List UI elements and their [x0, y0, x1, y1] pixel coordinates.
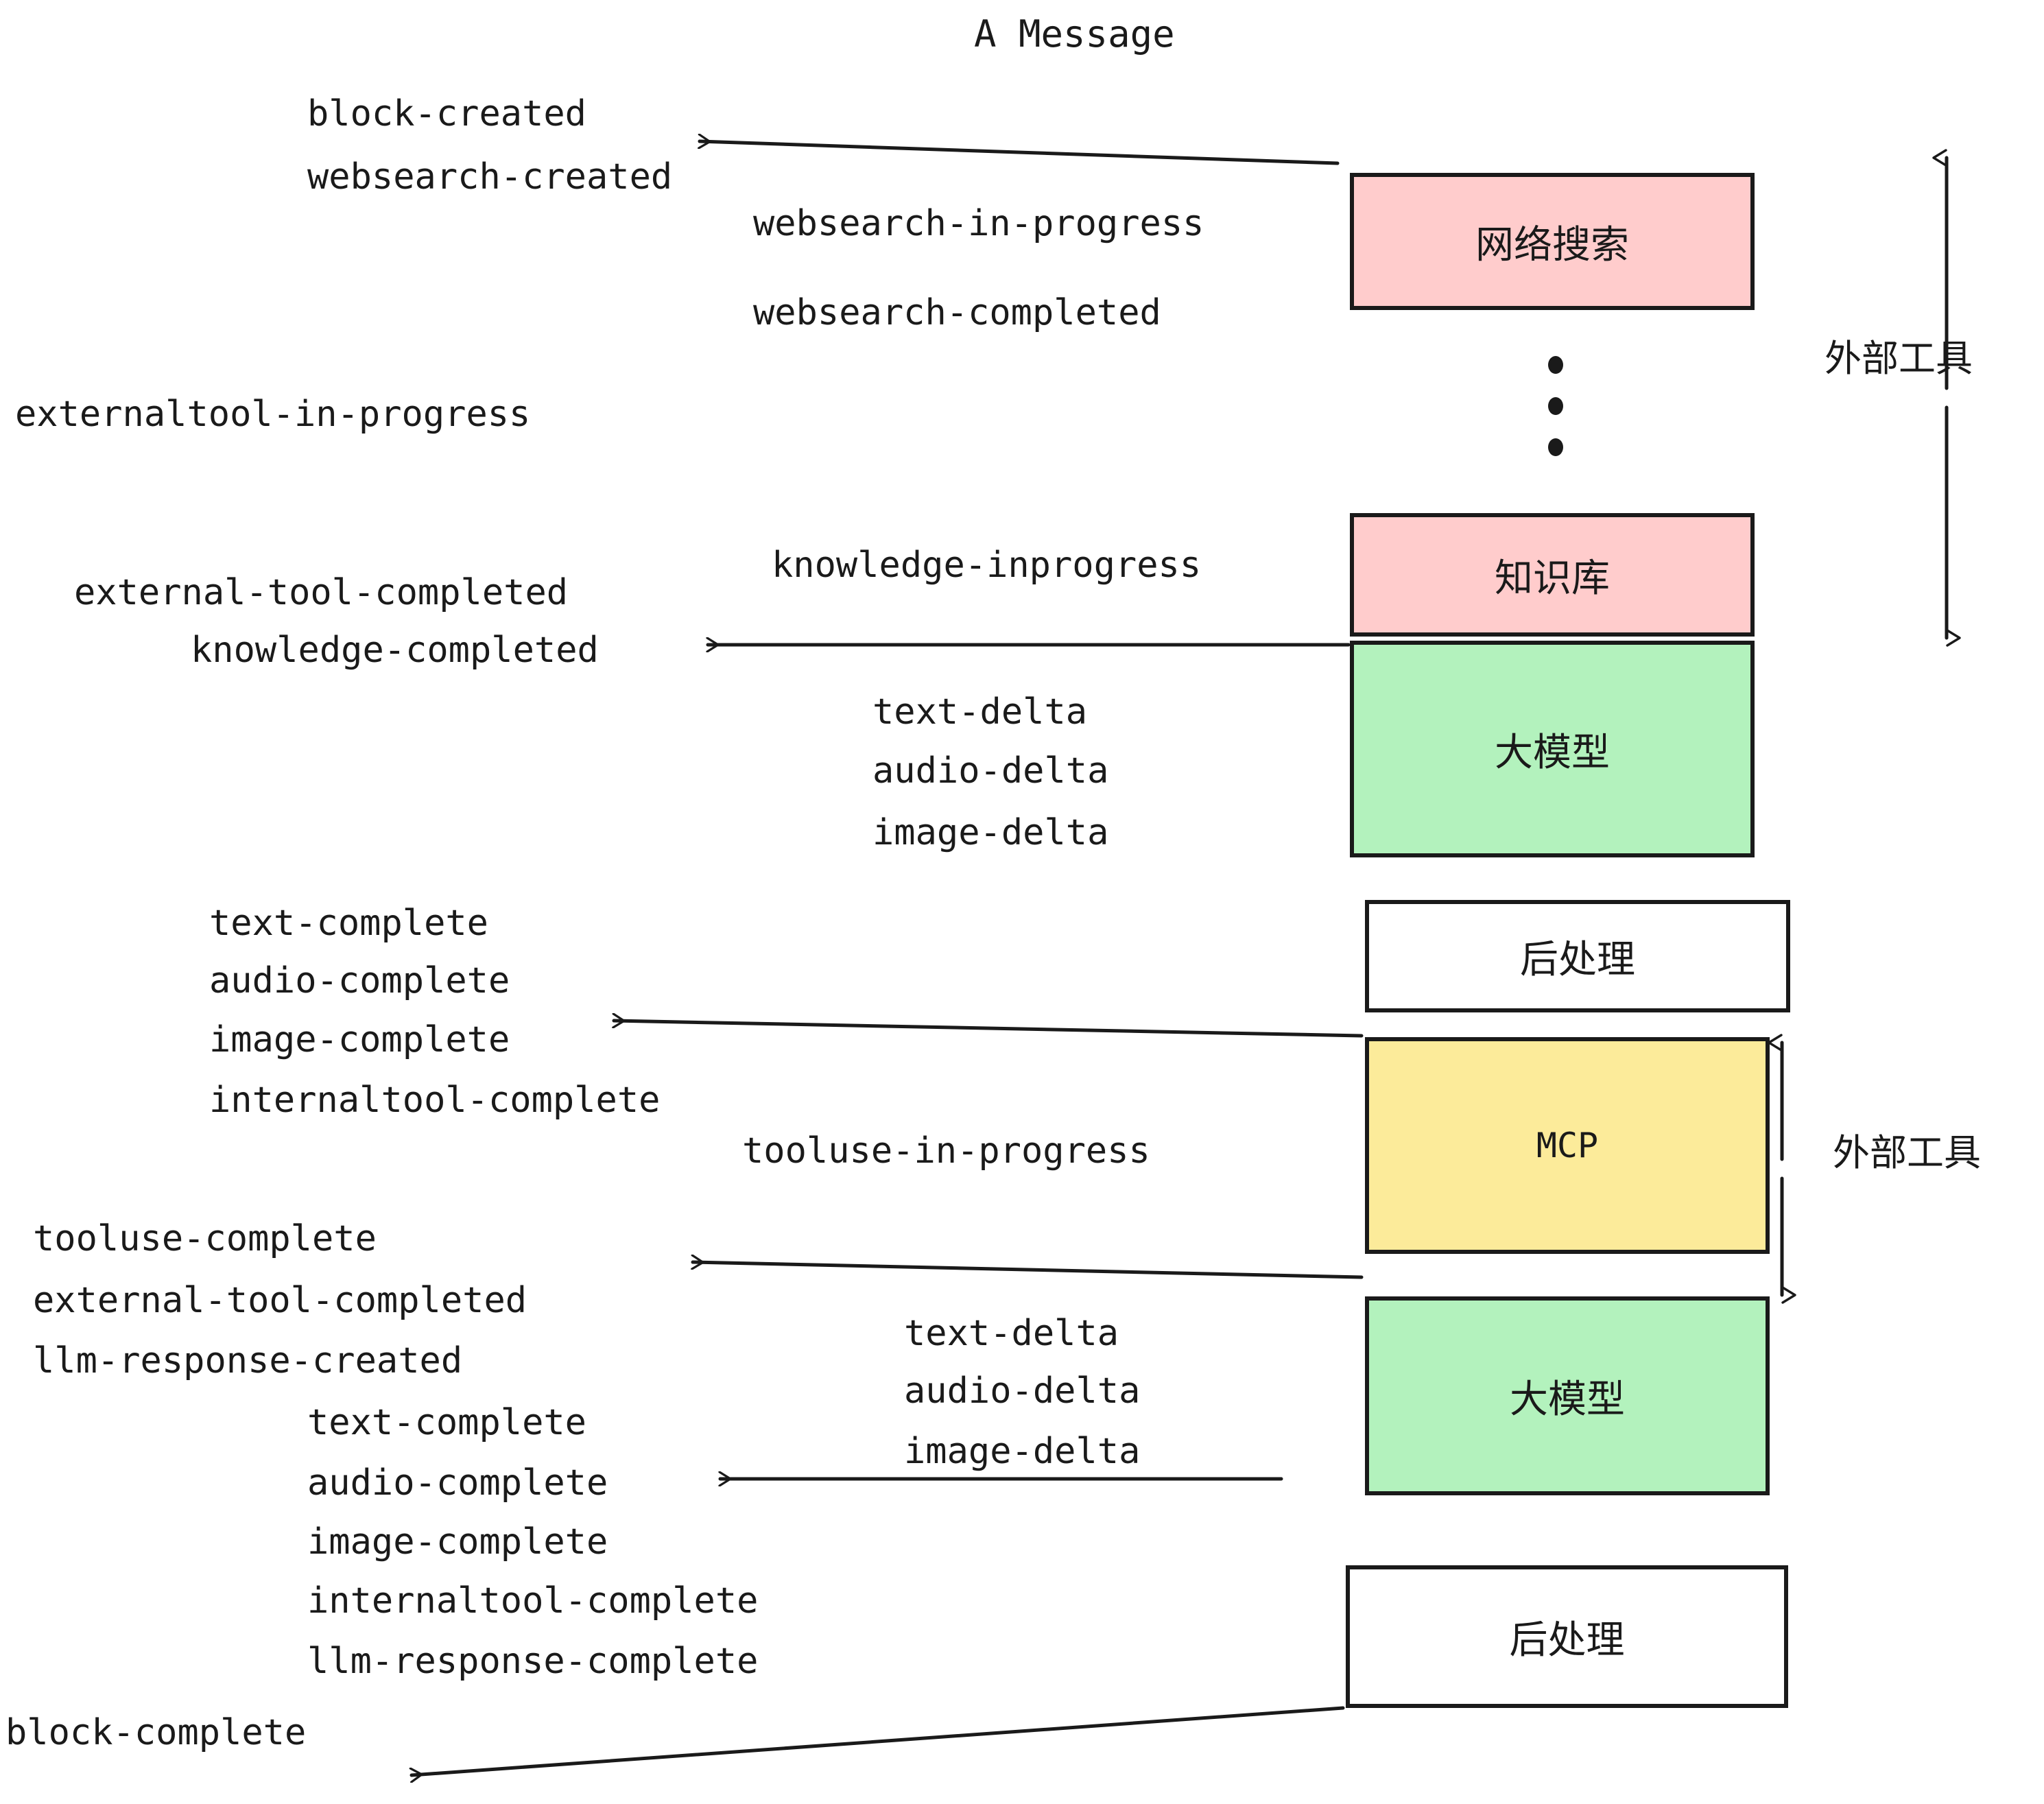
- event-label: audio-complete: [209, 960, 510, 1001]
- event-label: external-tool-completed: [33, 1280, 527, 1321]
- node-label: MCP: [1536, 1126, 1599, 1165]
- event-label: block-created: [307, 93, 586, 134]
- block-created-arrow: [700, 141, 1340, 165]
- node-websearch[interactable]: 网络搜索: [1350, 173, 1755, 310]
- event-label: llm-response-created: [33, 1340, 463, 1381]
- event-label: text-complete: [307, 1402, 586, 1443]
- scope-arrows: [1768, 149, 1961, 1304]
- event-label: text-delta: [872, 691, 1088, 733]
- external-tool-upper-label: 外部工具: [1825, 337, 1973, 380]
- event-label: externaltool-in-progress: [15, 394, 531, 435]
- node-label: 后处理: [1520, 937, 1635, 982]
- ellipsis-dot-2: [1548, 397, 1563, 415]
- node-postprocess-1[interactable]: 后处理: [1365, 900, 1790, 1012]
- event-label: image-delta: [872, 812, 1109, 853]
- node-knowledge[interactable]: 知识库: [1350, 513, 1755, 637]
- event-label: websearch-in-progress: [753, 203, 1204, 244]
- event-label: internaltool-complete: [209, 1080, 661, 1121]
- node-label: 网络搜索: [1475, 222, 1629, 268]
- event-label: llm-response-complete: [307, 1641, 759, 1682]
- event-label: audio-delta: [904, 1370, 1141, 1412]
- event-label: websearch-created: [307, 156, 673, 198]
- event-label: block-complete: [5, 1712, 307, 1753]
- node-label: 大模型: [1495, 730, 1610, 775]
- ellipsis-dot-1: [1548, 356, 1563, 374]
- event-label: tooluse-in-progress: [742, 1130, 1150, 1172]
- event-label: text-complete: [209, 903, 488, 944]
- event-label: knowledge-inprogress: [772, 545, 1202, 586]
- node-label: 后处理: [1509, 1617, 1625, 1663]
- node-postprocess-2[interactable]: 后处理: [1346, 1565, 1788, 1708]
- event-label: knowledge-completed: [191, 630, 599, 671]
- tooluse-complete-arrow: [693, 1262, 1364, 1279]
- event-label: text-delta: [904, 1313, 1119, 1354]
- ellipsis-dot-3: [1548, 438, 1563, 456]
- node-llm-2[interactable]: 大模型: [1365, 1296, 1770, 1495]
- event-label: tooluse-complete: [33, 1218, 377, 1259]
- page-title: A Message: [974, 12, 1175, 56]
- event-label: audio-complete: [307, 1462, 608, 1504]
- node-label: 大模型: [1510, 1377, 1625, 1422]
- event-label: image-complete: [209, 1019, 510, 1060]
- node-label: 知识库: [1495, 556, 1610, 601]
- external-tool-lower-label: 外部工具: [1833, 1131, 1981, 1174]
- event-label: external-tool-completed: [74, 572, 569, 613]
- ellipsis-dots: [1548, 356, 1563, 456]
- image-complete-arrow: [614, 1021, 1364, 1038]
- node-llm-1[interactable]: 大模型: [1350, 641, 1755, 857]
- event-label: websearch-completed: [753, 292, 1161, 333]
- block-complete-arrow: [412, 1706, 1345, 1775]
- event-label: internaltool-complete: [307, 1580, 759, 1622]
- event-label: image-complete: [307, 1521, 608, 1563]
- event-label: audio-delta: [872, 750, 1109, 792]
- node-mcp[interactable]: MCP: [1365, 1037, 1770, 1254]
- event-label: image-delta: [904, 1431, 1141, 1472]
- flow-arrows: [412, 141, 1364, 1775]
